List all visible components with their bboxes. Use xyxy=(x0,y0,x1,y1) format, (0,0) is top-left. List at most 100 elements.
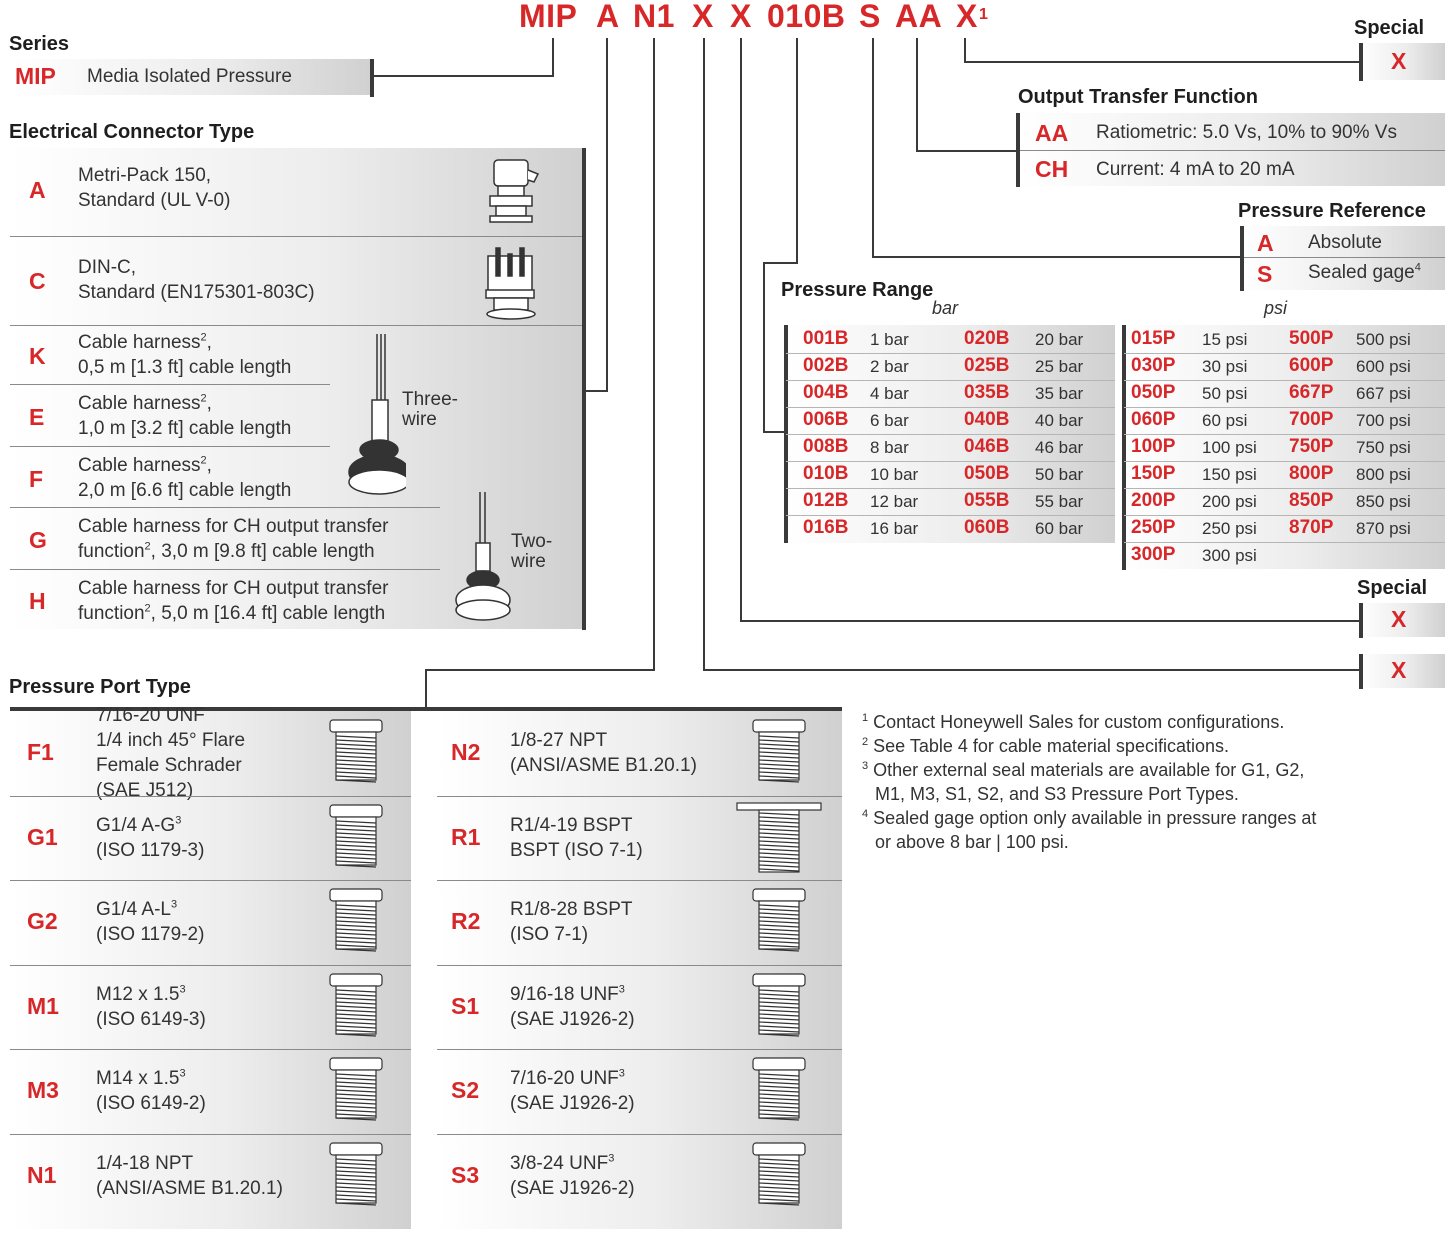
port-code: N1 xyxy=(27,1161,57,1188)
metri-pack-connector-icon xyxy=(489,159,540,223)
range-value: 100 psi xyxy=(1202,438,1257,457)
range-code: 500P xyxy=(1289,328,1334,349)
special-top-title: Special xyxy=(1354,17,1425,39)
port-divider xyxy=(437,964,842,966)
part-segment-connector: A xyxy=(596,0,620,34)
range-code: 015P xyxy=(1131,328,1176,349)
range-value: 2 bar xyxy=(870,357,909,376)
three-wire-cable-harness-icon xyxy=(348,334,406,495)
range-code: 300P xyxy=(1131,544,1176,565)
port-line: (SAE J1926-2) xyxy=(510,1093,635,1115)
footnote: 1 Contact Honeywell Sales for custom con… xyxy=(862,712,1285,732)
port-code: G2 xyxy=(27,908,58,935)
electrical-line1: Cable harness for CH output transfer xyxy=(78,516,389,537)
part-segment-range: 010B xyxy=(767,0,846,34)
electrical-line2: 0,5 m [1.3 ft] cable length xyxy=(78,357,292,378)
port-divider xyxy=(437,880,842,881)
port-code: M3 xyxy=(27,1077,59,1104)
range-value: 16 bar xyxy=(870,519,919,538)
port-line: M12 x 1.53 xyxy=(96,983,186,1005)
range-divider xyxy=(1124,461,1445,462)
three-wire-label-1: Three- xyxy=(402,389,458,410)
range-code: 040B xyxy=(964,409,1010,430)
range-code: 050P xyxy=(1131,382,1176,403)
range-code: 055B xyxy=(964,490,1010,511)
port-code: F1 xyxy=(27,739,54,766)
port-line: (ISO 6149-3) xyxy=(96,1008,206,1030)
port-line: 7/16-20 UNF3 xyxy=(510,1067,625,1090)
electrical-bar xyxy=(582,148,586,630)
left-port-fitting-icon xyxy=(329,803,383,868)
electrical-line2: 2,0 m [6.6 ft] cable length xyxy=(78,480,292,501)
range-divider xyxy=(1124,542,1445,543)
footnote: 3 Other external seal materials are avai… xyxy=(862,760,1305,780)
port-code: R1 xyxy=(451,823,481,850)
range-divider xyxy=(786,380,1115,381)
electrical-line1: Cable harness2, xyxy=(78,454,212,476)
range-code: 800P xyxy=(1289,463,1334,484)
range-code: 030P xyxy=(1131,355,1176,376)
special-mid-code: X xyxy=(1391,606,1407,632)
port-line: G1/4 A-L3 xyxy=(96,898,178,921)
right-port-fitting-icon xyxy=(752,719,806,783)
electrical-divider-4 xyxy=(10,446,330,447)
range-value: 667 psi xyxy=(1356,384,1411,403)
range-value: 15 psi xyxy=(1202,330,1248,349)
port-divider xyxy=(10,1133,411,1135)
range-value: 25 bar xyxy=(1035,357,1084,376)
range-divider xyxy=(786,488,1115,489)
special-mid-title: Special xyxy=(1357,577,1428,599)
range-value: 30 psi xyxy=(1202,357,1248,376)
electrical-code: G xyxy=(29,527,47,553)
port-divider xyxy=(437,795,842,797)
reference-title: Pressure Reference xyxy=(1238,200,1426,222)
special-low-bar xyxy=(1359,654,1363,689)
footnote-continuation: or above 8 bar | 100 psi. xyxy=(875,832,1069,852)
range-value: 200 psi xyxy=(1202,492,1257,511)
range-bar-unit: bar xyxy=(932,298,959,318)
range-code: 667P xyxy=(1289,382,1334,403)
electrical-line1: Cable harness2, xyxy=(78,392,212,414)
port-divider xyxy=(10,795,411,797)
electrical-line1: DIN-C, xyxy=(78,257,137,278)
electrical-title: Electrical Connector Type xyxy=(9,121,255,143)
range-divider xyxy=(1124,515,1445,516)
range-psi-block xyxy=(1122,325,1445,569)
port-line: (ISO 6149-2) xyxy=(96,1093,206,1115)
left-port-fitting-icon xyxy=(329,1141,383,1206)
range-value: 60 bar xyxy=(1035,519,1084,538)
range-value: 300 psi xyxy=(1202,546,1257,565)
two-wire-label-2: wire xyxy=(511,551,546,572)
range-code: 750P xyxy=(1289,436,1334,457)
range-value: 500 psi xyxy=(1356,330,1411,349)
range-divider xyxy=(786,461,1115,462)
port-divider xyxy=(10,964,411,966)
part-footnote-mark: 1 xyxy=(979,6,988,23)
range-value: 55 bar xyxy=(1035,492,1084,511)
port-line: Female Schrader xyxy=(96,755,242,777)
electrical-line2: function2, 5,0 m [16.4 ft] cable length xyxy=(78,602,386,624)
port-line: 1/4 inch 45° Flare xyxy=(96,730,246,752)
range-divider xyxy=(786,515,1115,516)
electrical-divider-6 xyxy=(10,569,440,570)
range-value: 800 psi xyxy=(1356,465,1411,484)
electrical-line2: Standard (UL V-0) xyxy=(78,190,231,211)
range-value: 20 bar xyxy=(1035,330,1084,349)
range-value: 750 psi xyxy=(1356,438,1411,457)
range-divider xyxy=(1124,353,1445,354)
range-value: 870 psi xyxy=(1356,519,1411,538)
reference-block: A Absolute S Sealed gage4 xyxy=(1240,226,1445,290)
port-code: G1 xyxy=(27,823,58,850)
special-low-code: X xyxy=(1391,657,1407,683)
range-value: 50 bar xyxy=(1035,465,1084,484)
part-segment-special-3: X xyxy=(956,0,978,34)
range-title: Pressure Range xyxy=(781,279,934,301)
special-top-code: X xyxy=(1391,48,1407,74)
port-line: R1/4-19 BSPT xyxy=(510,814,633,836)
reference-divider xyxy=(1244,257,1445,258)
port-line: 7/16-20 UNF xyxy=(96,705,205,727)
range-divider xyxy=(1124,407,1445,408)
port-line: (ANSI/ASME B1.20.1) xyxy=(96,1177,283,1199)
range-code: 008B xyxy=(803,436,849,457)
